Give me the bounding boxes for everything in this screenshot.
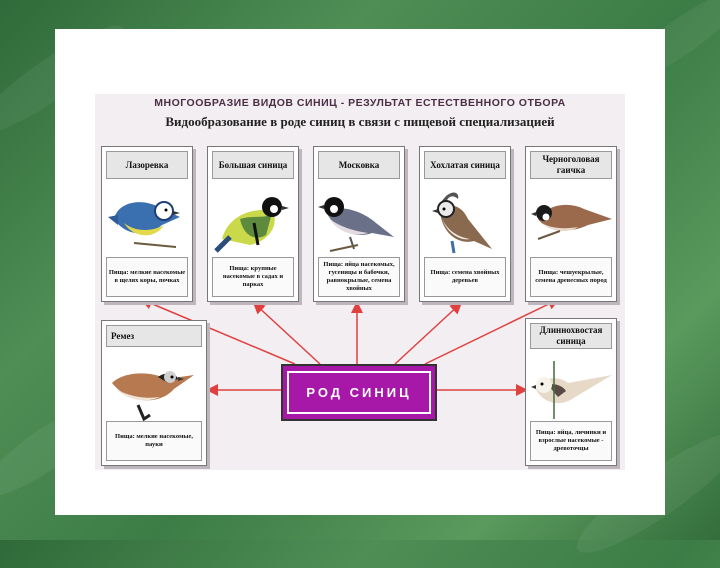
species-card: Длиннохвостая синица Пища: яйца, личинки… [525, 318, 617, 466]
species-name: Лазоревка [106, 151, 188, 179]
species-food: Пища: семена хвойных деревьев [424, 257, 506, 297]
species-name: Московка [318, 151, 400, 179]
species-card: Большая синица Пища: крупные насекомые в… [207, 146, 299, 302]
genus-box: РОД СИНИЦ [281, 364, 437, 421]
species-name: Хохлатая синица [424, 151, 506, 179]
species-name: Черноголовая гаичка [530, 151, 612, 179]
marsh-tit-icon [528, 179, 614, 261]
species-card: Московка Пища: яйца насекомых, гусеницы … [313, 146, 405, 302]
penduline-tit-icon [104, 349, 204, 431]
diagram: МНОГООБРАЗИЕ ВИДОВ СИНИЦ - РЕЗУЛЬТАТ ЕСТ… [95, 94, 625, 470]
slide: МНОГООБРАЗИЕ ВИДОВ СИНИЦ - РЕЗУЛЬТАТ ЕСТ… [55, 29, 665, 515]
species-card: Хохлатая синица Пища: семена хвойных дер… [419, 146, 511, 302]
species-food: Пища: яйца насекомых, гусеницы и бабочки… [318, 257, 400, 297]
species-food: Пища: яйца, личинки и взрослые насекомые… [530, 421, 612, 461]
crested-tit-icon [422, 179, 508, 261]
species-food: Пища: крупные насекомые в садах и парках [212, 257, 294, 297]
species-food: Пища: мелкие насекомые в щелях коры, поч… [106, 257, 188, 297]
species-card: Лазоревка Пища: мелкие насекомые в щелях… [101, 146, 193, 302]
species-card: Черноголовая гаичка Пища: чешуекрылые, с… [525, 146, 617, 302]
arrow-to-card-2 [255, 304, 320, 364]
species-food: Пища: мелкие насекомые, пауки [106, 421, 202, 461]
coal-tit-icon [316, 179, 402, 261]
arrow-to-card-4 [395, 304, 460, 364]
species-name: Большая синица [212, 151, 294, 179]
blue-tit-icon [104, 179, 190, 261]
species-card: Ремез Пища: мелкие насекомые, пауки [101, 320, 207, 466]
species-food: Пища: чешуекрылые, семена древесных поро… [530, 257, 612, 297]
species-name: Длиннохвостая синица [530, 323, 612, 349]
long-tailed-tit-icon [528, 349, 614, 431]
species-name: Ремез [106, 325, 202, 347]
genus-label: РОД СИНИЦ [287, 371, 431, 414]
great-tit-icon [210, 179, 296, 261]
